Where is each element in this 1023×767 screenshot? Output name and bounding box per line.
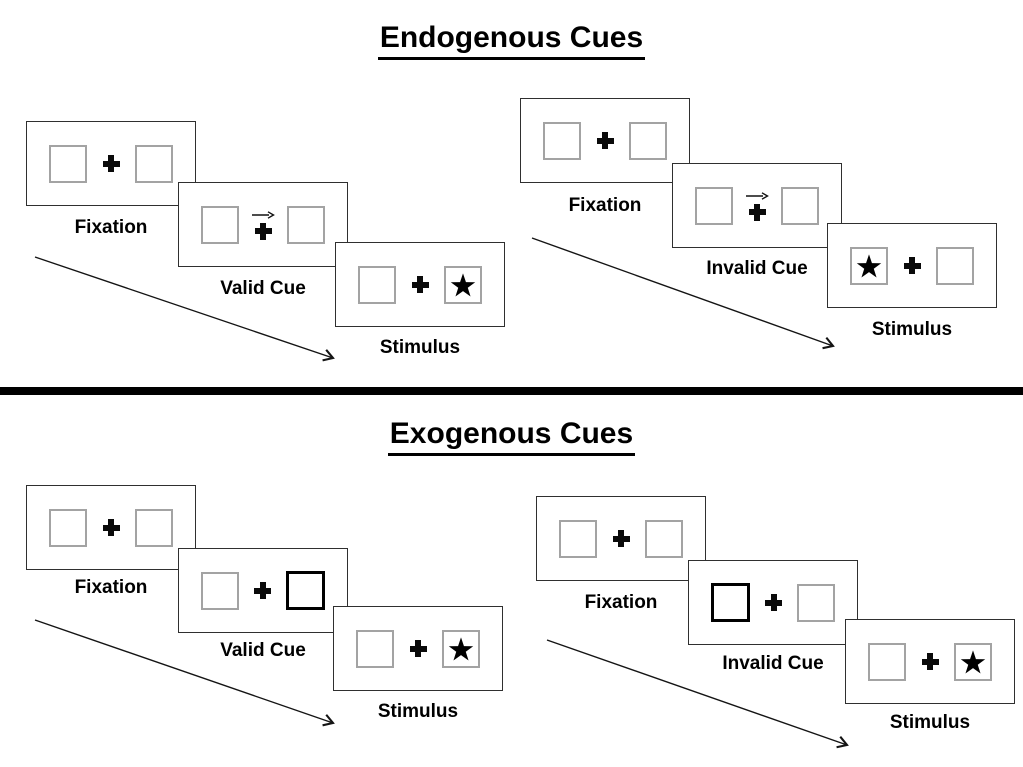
cue-highlight-box-left [711,583,750,622]
left-placeholder-box [358,265,396,304]
central-cue [745,191,769,221]
left-placeholder-box [868,642,906,681]
target-box-right [442,629,480,668]
endogenous-invalid-cue-panel [672,163,842,248]
timeline-arrow-icon [546,639,849,749]
timeline-arrow-icon [531,237,835,350]
right-placeholder-box [135,508,173,547]
invalid-cue-label: Invalid Cue [706,258,808,279]
left-placeholder-box [695,186,733,225]
cue-right-arrow-icon [252,210,275,219]
target-star-icon [450,272,476,297]
left-placeholder-box [559,519,597,558]
endogenous-invalid-fixation-panel [520,98,690,183]
timeline-arrow-icon [34,256,335,362]
exogenous-valid-fixation-panel [26,485,196,570]
stimulus-label: Stimulus [379,337,461,358]
fixation-cross-icon [102,519,120,536]
timeline-arrow-icon [34,619,335,727]
exogenous-title-text: Exogenous Cues [387,417,636,456]
fixation-cross-icon [612,530,630,547]
left-placeholder-box [356,629,394,668]
stimulus-label: Stimulus [871,319,953,340]
fixation-cross-icon [596,132,614,149]
exogenous-invalid-cue-panel [688,560,858,645]
left-placeholder-box [201,571,239,610]
cue-highlight-box-right [286,571,325,610]
fixation-label: Fixation [74,217,148,238]
left-placeholder-box [49,144,87,183]
central-cue [251,210,275,240]
right-placeholder-box [135,144,173,183]
exogenous-valid-stimulus-panel [333,606,503,691]
target-star-icon [960,649,986,674]
endogenous-section-title: Endogenous Cues [0,21,1023,60]
exogenous-invalid-fixation-panel [536,496,706,581]
left-placeholder-box [201,205,239,244]
endogenous-invalid-stimulus-panel [827,223,997,308]
valid-cue-label: Valid Cue [220,278,306,299]
fixation-cross-icon [254,582,271,599]
fixation-cross-icon [254,222,272,240]
exogenous-invalid-stimulus-panel [845,619,1015,704]
stimulus-label: Stimulus [889,712,971,733]
left-placeholder-box [49,508,87,547]
fixation-label: Fixation [568,195,642,216]
fixation-cross-icon [411,276,429,293]
target-star-icon [448,636,474,661]
fixation-cross-icon [765,594,782,611]
right-placeholder-box [781,186,819,225]
fixation-cross-icon [409,640,427,657]
fixation-cross-icon [921,653,939,670]
left-placeholder-box [543,121,581,160]
fixation-cross-icon [102,155,120,172]
invalid-cue-label: Invalid Cue [722,653,824,674]
fixation-label: Fixation [74,577,148,598]
endogenous-valid-cue-panel [178,182,348,267]
target-box-right [444,265,482,304]
target-star-icon [856,253,882,278]
exogenous-section-title: Exogenous Cues [0,417,1023,456]
right-placeholder-box [797,583,835,622]
right-placeholder-box [645,519,683,558]
endogenous-valid-fixation-panel [26,121,196,206]
right-placeholder-box [936,246,974,285]
right-placeholder-box [287,205,325,244]
target-box-right [954,642,992,681]
target-box-left [850,246,888,285]
endogenous-title-text: Endogenous Cues [377,21,646,60]
stimulus-label: Stimulus [377,701,459,722]
fixation-cross-icon [748,203,766,221]
fixation-label: Fixation [584,592,658,613]
exogenous-valid-cue-panel [178,548,348,633]
valid-cue-label: Valid Cue [220,640,306,661]
fixation-cross-icon [903,257,921,274]
cue-right-arrow-icon [746,191,769,200]
right-placeholder-box [629,121,667,160]
section-divider [0,387,1023,395]
endogenous-valid-stimulus-panel [335,242,505,327]
